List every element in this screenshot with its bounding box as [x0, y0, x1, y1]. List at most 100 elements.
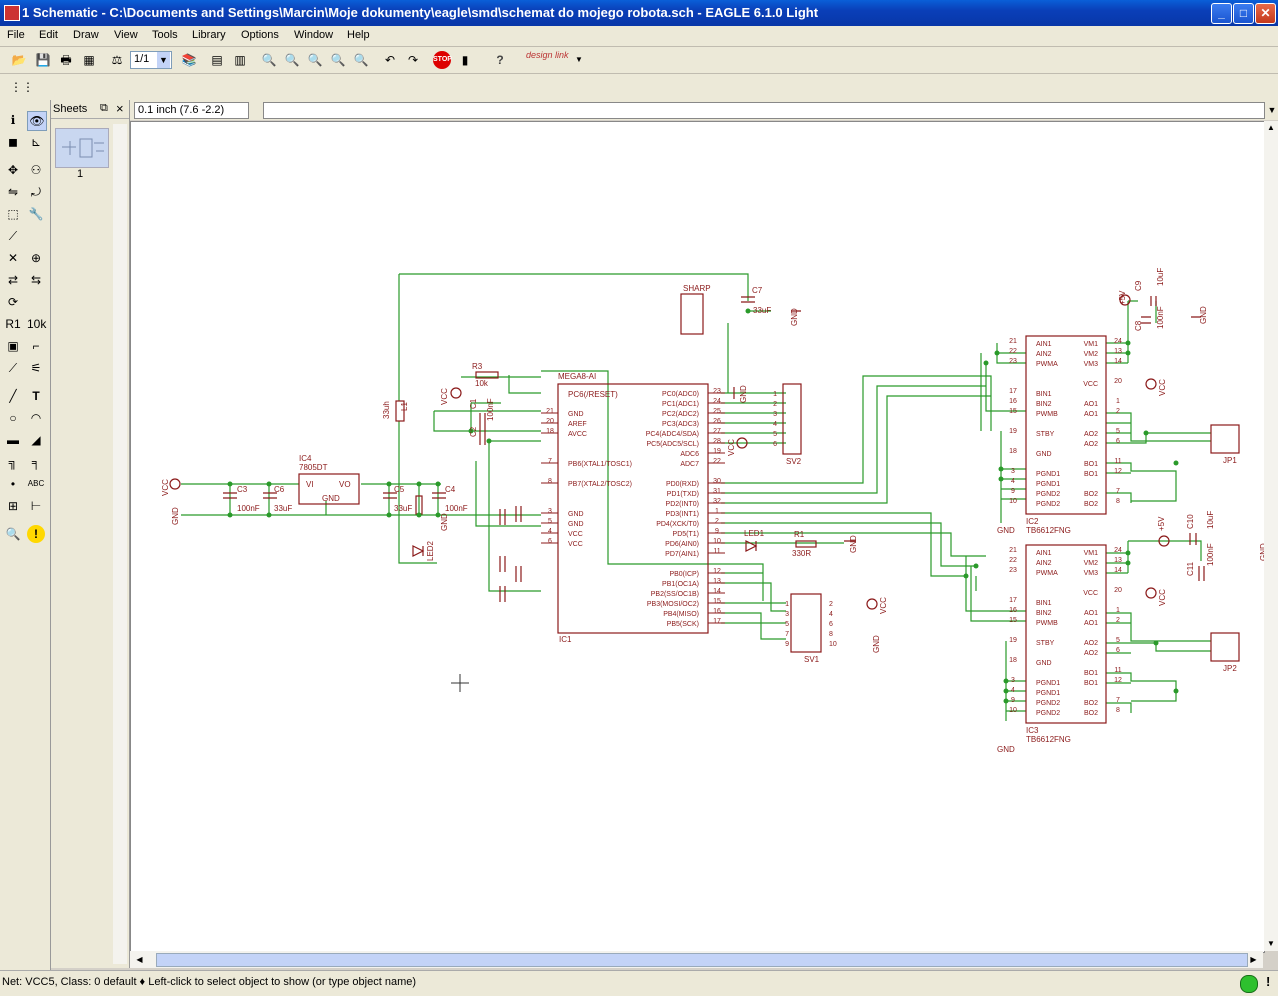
close-button[interactable]: ✕	[1255, 3, 1276, 24]
horizontal-scrollbar[interactable]: ◀ ▶	[130, 951, 1263, 968]
info-icon[interactable]: ℹ	[10, 113, 16, 127]
menu-file[interactable]: File	[7, 29, 25, 41]
move-icon[interactable]: ✥	[7, 163, 19, 177]
zoom-select-icon[interactable]: 🔍	[353, 53, 369, 67]
cam-icon[interactable]: ▦	[83, 53, 95, 67]
circle-icon[interactable]: ○	[9, 411, 17, 425]
scroll-up-icon[interactable]: ▲	[1267, 123, 1275, 132]
delete-icon[interactable]: ✕	[7, 251, 19, 265]
mark-icon[interactable]: ⊾	[30, 135, 42, 149]
undo-icon[interactable]: ↶	[384, 53, 396, 67]
menu-options[interactable]: Options	[241, 29, 279, 41]
help-icon[interactable]: ?	[496, 53, 504, 67]
value-icon[interactable]: 10k	[27, 317, 47, 331]
scroll-right-icon[interactable]: ▶	[1250, 955, 1257, 964]
replace-icon[interactable]: ⟳	[7, 295, 19, 309]
wire-icon[interactable]: ╱	[9, 389, 17, 403]
menu-help[interactable]: Help	[347, 29, 370, 41]
scroll-thumb[interactable]	[156, 953, 1248, 967]
vcc-symbol-ic3	[1145, 587, 1157, 599]
command-history-dropdown-icon[interactable]: ▼	[1267, 105, 1277, 115]
erc-icon[interactable]: 🔍	[5, 527, 21, 541]
app-icon[interactable]	[4, 5, 20, 21]
label-gnd-left: GND	[171, 507, 180, 525]
polygon-icon[interactable]: ◢	[31, 433, 41, 447]
label-c1v: 100nF	[486, 398, 495, 421]
go-icon[interactable]: ▮	[461, 53, 469, 67]
schematic-drawing[interactable]: SHARP C7 33uF R3 10k MEGA8-AI PC6(/RESET…	[131, 122, 1264, 952]
print-icon[interactable]: 🖶	[60, 53, 72, 67]
group-icon[interactable]: ⬚	[7, 207, 19, 221]
scroll-down-icon[interactable]: ▼	[1267, 939, 1275, 948]
stop-icon[interactable]: STOP	[433, 51, 452, 69]
tb-pin-number: 17	[1009, 597, 1017, 604]
grid-icon[interactable]: ⋮⋮	[10, 80, 34, 94]
redo-icon[interactable]: ↷	[407, 53, 419, 67]
attribute-icon[interactable]: ⊞	[7, 499, 19, 513]
ic1-pin-number: 5	[548, 518, 552, 525]
text-icon[interactable]: T	[32, 389, 40, 403]
menu-library[interactable]: Library	[192, 29, 226, 41]
schematic-canvas[interactable]: SHARP C7 33uF R3 10k MEGA8-AI PC6(/RESET…	[130, 121, 1265, 953]
label-icon[interactable]: ABC	[27, 479, 45, 488]
tb-pin-number: 10	[1009, 498, 1017, 505]
menu-window[interactable]: Window	[294, 29, 334, 41]
zoom-in-icon[interactable]: 🔍	[284, 53, 300, 67]
tb-pin-number: 20	[1114, 587, 1122, 594]
smash-icon[interactable]: ▣	[7, 339, 19, 353]
show-icon[interactable]: 👁	[27, 111, 47, 131]
scroll-left-icon[interactable]: ◀	[136, 955, 143, 964]
menu-view[interactable]: View	[114, 29, 138, 41]
sheet-select[interactable]: 1/1 ▼	[130, 51, 172, 69]
dimension-icon[interactable]: ⊢	[30, 499, 42, 513]
tb-pin-number: 8	[1116, 498, 1120, 505]
bus-icon[interactable]: ╗	[8, 455, 18, 469]
sv1-pin-number: 8	[829, 631, 833, 638]
minimize-button[interactable]: _	[1211, 3, 1232, 24]
script-icon[interactable]: ▤	[211, 53, 223, 67]
maximize-button[interactable]: □	[1233, 3, 1254, 24]
label-ic3: IC3	[1026, 726, 1039, 735]
run-icon[interactable]: ▥	[234, 53, 246, 67]
mirror-icon[interactable]: ⇋	[7, 185, 19, 199]
r3-body	[475, 371, 499, 379]
tb-pin-name: VM1	[1084, 341, 1099, 348]
designlink-dropdown-icon[interactable]: ▼	[575, 55, 583, 64]
display-icon[interactable]: ◼	[8, 135, 18, 149]
designlink-logo[interactable]: design link	[526, 50, 569, 60]
menu-draw[interactable]: Draw	[73, 29, 99, 41]
library-icon[interactable]: 📚	[181, 53, 197, 67]
rect-icon[interactable]: ▬	[7, 433, 19, 447]
vertical-scrollbar[interactable]: ▲ ▼	[1264, 121, 1278, 951]
board-icon[interactable]: ⚖	[111, 53, 123, 67]
junction-icon[interactable]: •	[10, 477, 16, 491]
arc-icon[interactable]: ◠	[30, 411, 42, 425]
gateswap-icon[interactable]: ⇆	[30, 273, 42, 287]
name-icon[interactable]: R1	[5, 317, 21, 331]
sheet-thumbnail[interactable]	[55, 128, 109, 168]
sheets-scrollbar[interactable]	[113, 124, 127, 964]
change-icon[interactable]: 🔧	[28, 207, 44, 221]
net-icon[interactable]: ╕	[31, 455, 41, 469]
stop-command-icon[interactable]: !	[1266, 974, 1271, 989]
pinswap-icon[interactable]: ⇄	[7, 273, 19, 287]
zoom-out-icon[interactable]: 🔍	[307, 53, 323, 67]
paste-icon[interactable]: ⟋	[8, 229, 18, 243]
add-icon[interactable]: ⊕	[30, 251, 42, 265]
split-icon[interactable]: ⟋	[8, 361, 18, 375]
rotate-icon[interactable]: ⤾	[31, 185, 41, 199]
command-input[interactable]	[263, 102, 1265, 119]
open-icon[interactable]: 📂	[11, 53, 27, 67]
save-icon[interactable]: 💾	[35, 53, 51, 67]
menu-tools[interactable]: Tools	[152, 29, 178, 41]
float-icon[interactable]: ⧉	[100, 102, 108, 114]
zoom-redraw-icon[interactable]: 🔍	[330, 53, 346, 67]
errors-icon[interactable]: !	[27, 525, 45, 543]
copy-icon[interactable]: ⚇	[30, 163, 42, 177]
menu-edit[interactable]: Edit	[39, 29, 58, 41]
miter-icon[interactable]: ⌐	[32, 339, 40, 353]
invoke-icon[interactable]: ⚟	[30, 361, 42, 375]
chevron-down-icon[interactable]: ▼	[157, 52, 170, 68]
close-panel-icon[interactable]: ×	[116, 101, 124, 116]
zoom-fit-icon[interactable]: 🔍	[261, 53, 277, 67]
